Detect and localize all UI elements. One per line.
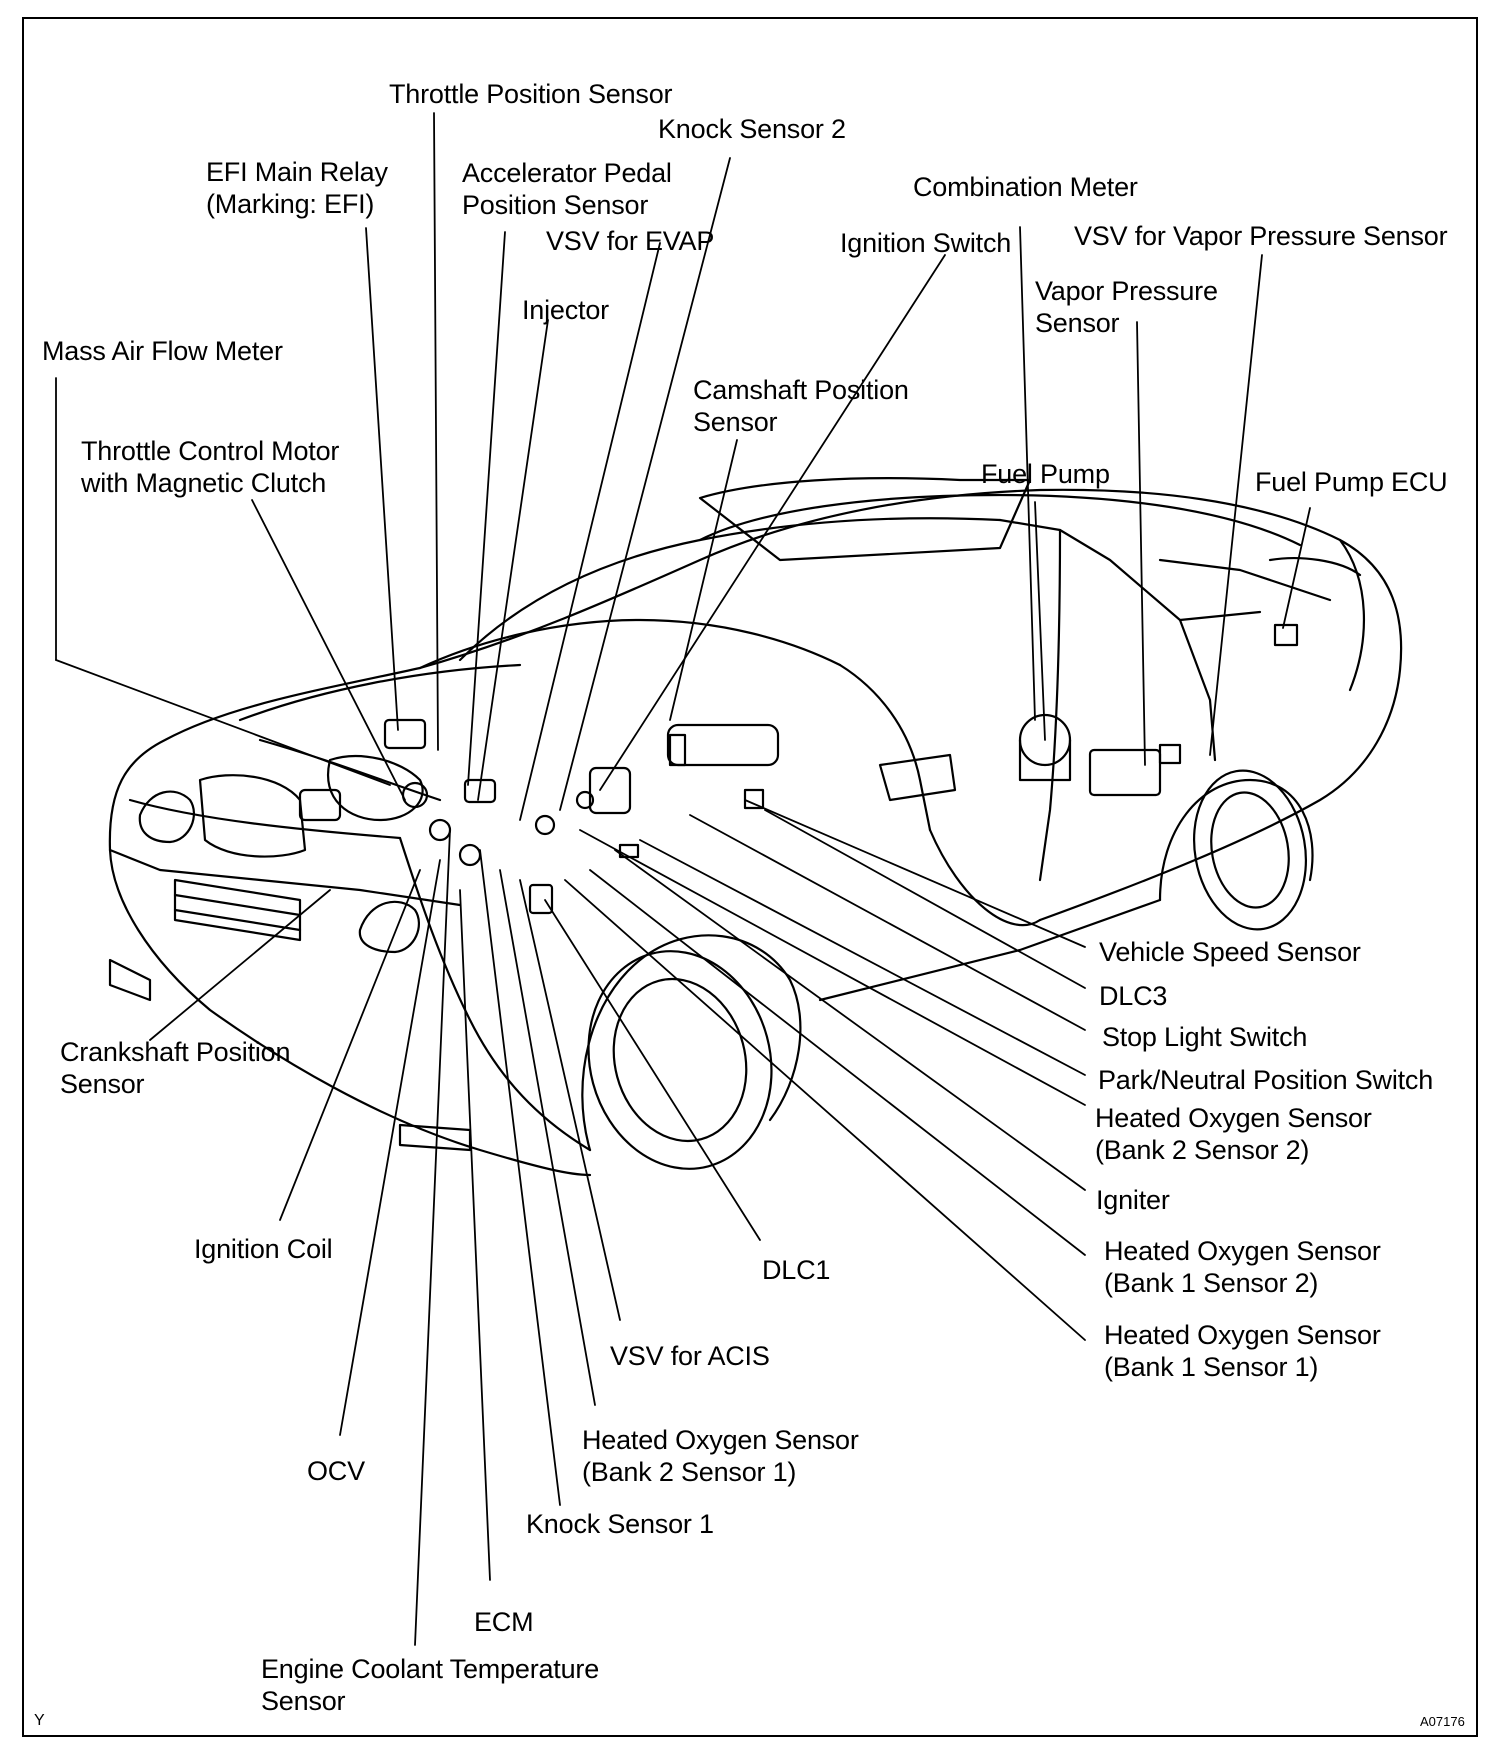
corner-mark: Y <box>34 1712 45 1729</box>
label-fuel-pump-ecu: Fuel Pump ECU <box>1255 467 1448 497</box>
label-ho2s-b1s2-line1: Heated Oxygen Sensor <box>1104 1236 1381 1266</box>
label-injector: Injector <box>522 295 609 325</box>
label-knock-sensor-2: Knock Sensor 2 <box>658 114 846 144</box>
label-camshaft-position-sensor: Camshaft Position Sensor <box>693 374 909 438</box>
label-crankshaft-line1: Crankshaft Position <box>60 1037 291 1067</box>
label-efi-main-relay-line2: (Marking: EFI) <box>206 189 375 219</box>
label-crankshaft-position-sensor: Crankshaft Position Sensor <box>60 1036 291 1100</box>
label-vsv-for-vapor-pressure-sensor: VSV for Vapor Pressure Sensor <box>1074 221 1448 251</box>
label-vsv-for-evap: VSV for EVAP <box>546 226 715 256</box>
label-accelerator-line1: Accelerator Pedal <box>462 158 672 188</box>
label-mass-air-flow-meter: Mass Air Flow Meter <box>42 336 283 366</box>
label-fuel-pump: Fuel Pump <box>981 459 1110 489</box>
label-ho2s-bank1-sensor2: Heated Oxygen Sensor (Bank 1 Sensor 2) <box>1104 1235 1381 1299</box>
label-ignition-switch: Ignition Switch <box>840 228 1012 258</box>
label-ho2s-b1s1-line2: (Bank 1 Sensor 1) <box>1104 1352 1319 1382</box>
label-ecm: ECM <box>474 1607 534 1637</box>
car-body-outline <box>108 477 1403 1177</box>
label-throttle-control-line1: Throttle Control Motor <box>81 436 340 466</box>
label-igniter: Igniter <box>1096 1185 1170 1215</box>
label-throttle-position-sensor: Throttle Position Sensor <box>389 79 673 109</box>
label-dlc3: DLC3 <box>1099 981 1168 1011</box>
label-ho2s-b2s2-line2: (Bank 2 Sensor 2) <box>1095 1135 1310 1165</box>
label-combination-meter: Combination Meter <box>913 172 1138 202</box>
leader-lines <box>55 112 1311 1646</box>
label-efi-main-relay-line1: EFI Main Relay <box>206 157 388 187</box>
label-throttle-control-motor: Throttle Control Motor with Magnetic Clu… <box>81 435 339 499</box>
figure-id: A07176 <box>1420 1714 1465 1729</box>
label-ho2s-b1s2-line2: (Bank 1 Sensor 2) <box>1104 1268 1319 1298</box>
label-knock-sensor-1: Knock Sensor 1 <box>526 1509 714 1539</box>
label-vapor-pressure-line1: Vapor Pressure <box>1035 276 1218 306</box>
label-ho2s-bank1-sensor1: Heated Oxygen Sensor (Bank 1 Sensor 1) <box>1104 1319 1381 1383</box>
label-camshaft-line2: Sensor <box>693 407 778 437</box>
label-ho2s-b2s2-line1: Heated Oxygen Sensor <box>1095 1103 1372 1133</box>
label-ho2s-b2s1-line2: (Bank 2 Sensor 1) <box>582 1457 797 1487</box>
label-ho2s-b2s1-line1: Heated Oxygen Sensor <box>582 1425 859 1455</box>
engine-components <box>198 623 1299 915</box>
label-ect-line2: Sensor <box>261 1686 346 1716</box>
label-efi-main-relay: EFI Main Relay (Marking: EFI) <box>206 156 388 220</box>
label-accelerator-line2: Position Sensor <box>462 190 649 220</box>
label-stop-light-switch: Stop Light Switch <box>1102 1022 1308 1052</box>
label-vapor-pressure-line2: Sensor <box>1035 308 1120 338</box>
label-camshaft-line1: Camshaft Position <box>693 375 909 405</box>
label-crankshaft-line2: Sensor <box>60 1069 145 1099</box>
label-accelerator-pedal-position-sensor: Accelerator Pedal Position Sensor <box>462 157 672 221</box>
label-ocv: OCV <box>307 1456 365 1486</box>
label-dlc1: DLC1 <box>762 1255 831 1285</box>
label-ho2s-b1s1-line1: Heated Oxygen Sensor <box>1104 1320 1381 1350</box>
label-ect-line1: Engine Coolant Temperature <box>261 1654 600 1684</box>
label-park-neutral-position-switch: Park/Neutral Position Switch <box>1098 1065 1434 1095</box>
label-ho2s-bank2-sensor2: Heated Oxygen Sensor (Bank 2 Sensor 2) <box>1095 1102 1372 1166</box>
label-ignition-coil: Ignition Coil <box>194 1234 333 1264</box>
label-vehicle-speed-sensor: Vehicle Speed Sensor <box>1099 937 1361 967</box>
label-ho2s-bank2-sensor1: Heated Oxygen Sensor (Bank 2 Sensor 1) <box>582 1424 859 1488</box>
diagram-frame <box>22 17 1478 1737</box>
label-throttle-control-line2: with Magnetic Clutch <box>81 468 327 498</box>
label-engine-coolant-temperature-sensor: Engine Coolant Temperature Sensor <box>261 1653 599 1717</box>
label-vapor-pressure-sensor: Vapor Pressure Sensor <box>1035 275 1218 339</box>
label-vsv-for-acis: VSV for ACIS <box>610 1341 770 1371</box>
